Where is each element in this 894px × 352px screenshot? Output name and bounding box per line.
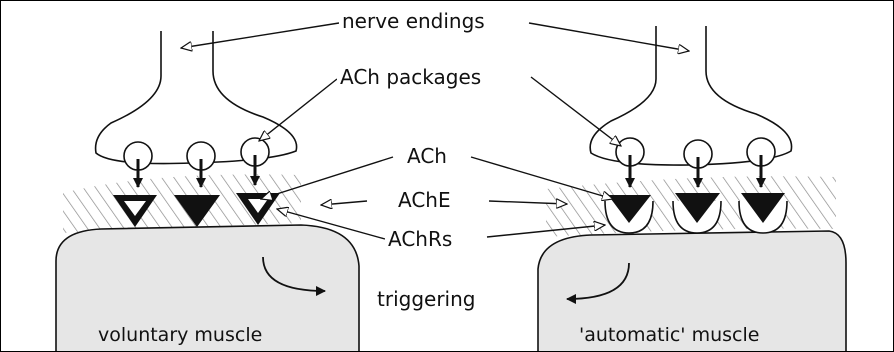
caption-automatic-muscle: 'automatic' muscle: [579, 326, 759, 345]
label-ach: ACh: [404, 146, 450, 166]
label-ache: AChE: [395, 190, 454, 210]
right-achr-receptors: [605, 193, 787, 233]
label-achrs: AChRs: [385, 229, 455, 249]
label-nerve-endings: nerve endings: [339, 11, 488, 31]
label-triggering: triggering: [374, 289, 478, 309]
caption-voluntary-muscle: voluntary muscle: [98, 326, 262, 345]
label-ach-packages: ACh packages: [337, 67, 484, 87]
